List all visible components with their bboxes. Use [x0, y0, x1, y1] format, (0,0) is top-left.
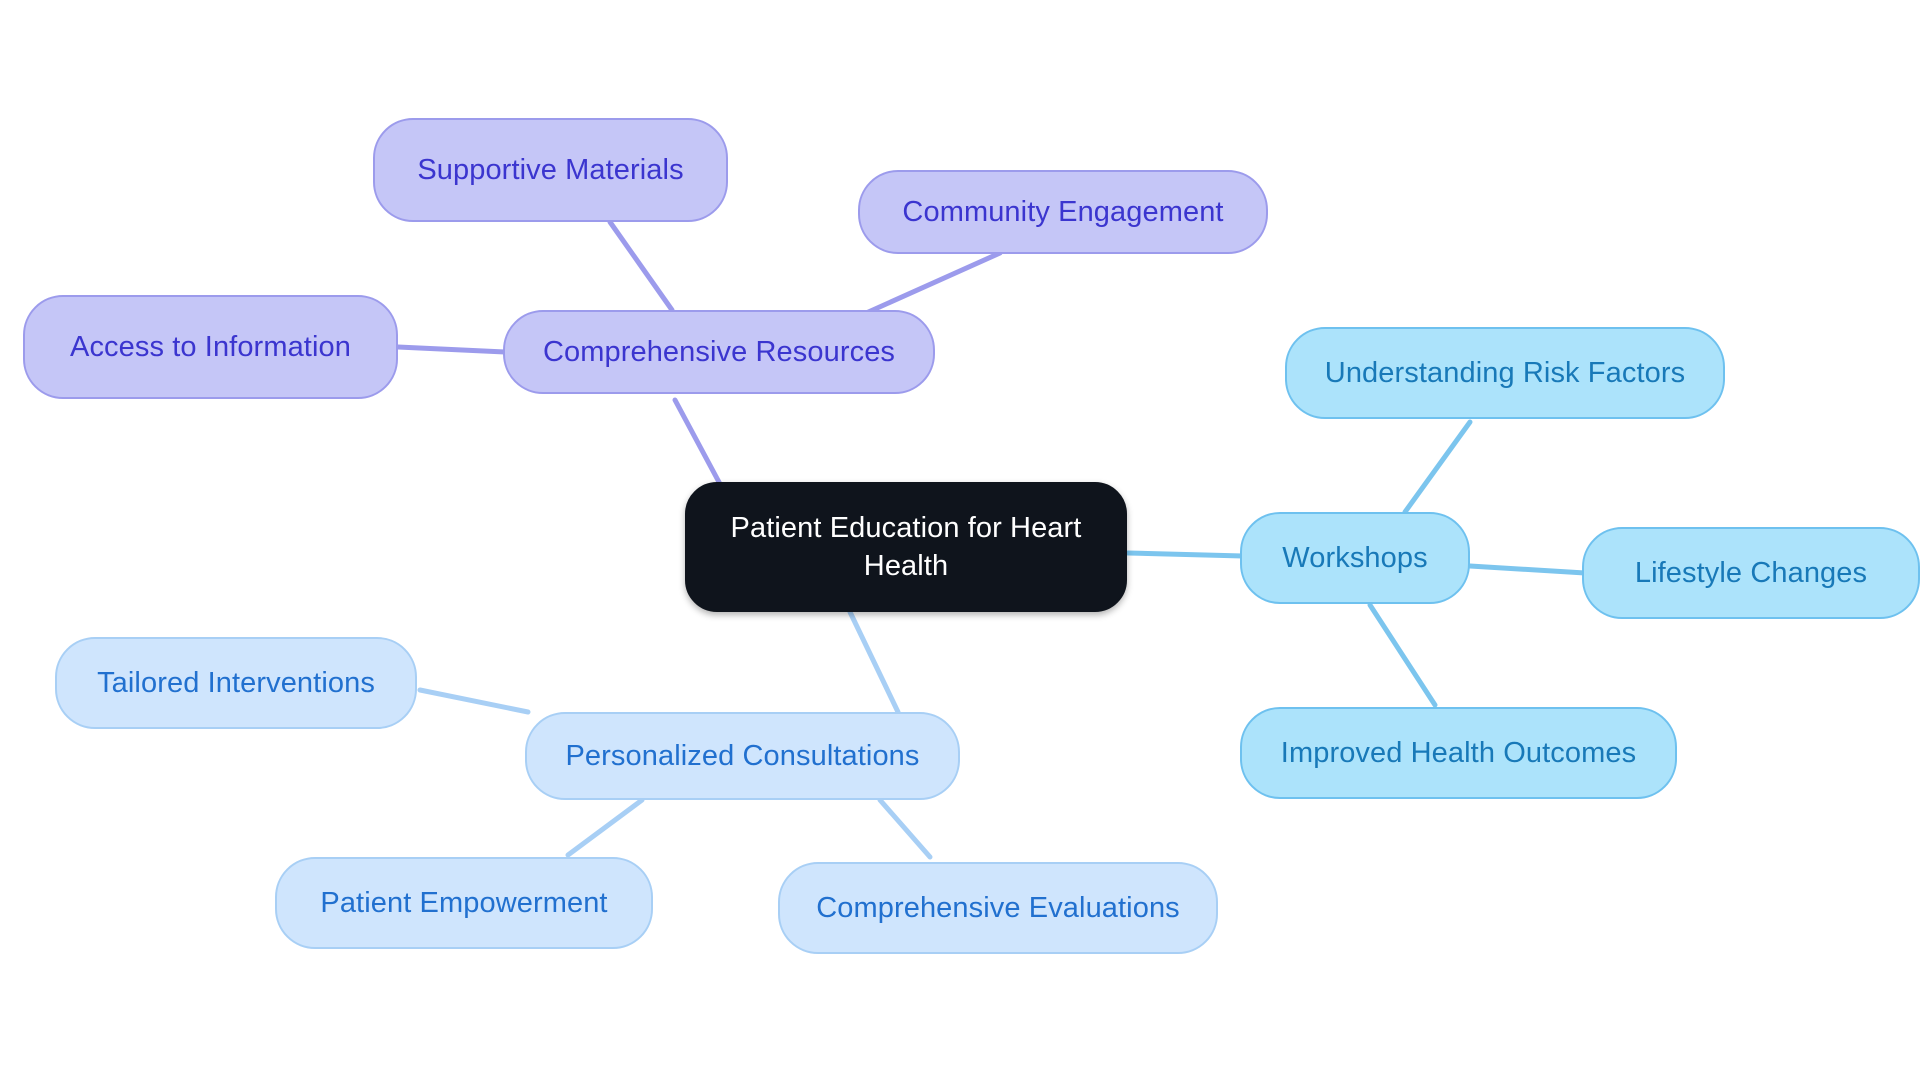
edge-root-to-personalized-consultations [847, 609, 901, 715]
edge-workshops-to-improved-health-outcomes [1367, 602, 1438, 708]
edge-personalized-consultations-to-patient-empowerment [565, 797, 645, 858]
edge-personalized-consultations-to-comprehensive-evaluations [877, 797, 933, 860]
node-understanding-risk-factors-label: Understanding Risk Factors [1324, 356, 1686, 389]
node-comprehensive-resources[interactable]: Comprehensive Resources [503, 310, 935, 394]
node-supportive-materials-label: Supportive Materials [417, 153, 684, 186]
edge-comprehensive-resources-to-community-engagement [852, 250, 1003, 321]
node-personalized-consultations[interactable]: Personalized Consultations [525, 712, 960, 800]
node-tailored-interventions[interactable]: Tailored Interventions [55, 637, 417, 729]
node-lifestyle-changes[interactable]: Lifestyle Changes [1582, 527, 1920, 619]
node-comprehensive-evaluations[interactable]: Comprehensive Evaluations [778, 862, 1218, 954]
node-tailored-interventions-label: Tailored Interventions [97, 666, 375, 699]
node-community-engagement-label: Community Engagement [902, 195, 1224, 228]
node-lifestyle-changes-label: Lifestyle Changes [1634, 556, 1868, 589]
edge-personalized-consultations-to-tailored-interventions [417, 687, 531, 715]
edge-comprehensive-resources-to-access-to-information [395, 344, 508, 355]
node-personalized-consultations-label: Personalized Consultations [565, 739, 920, 772]
node-supportive-materials[interactable]: Supportive Materials [373, 118, 728, 222]
node-patient-empowerment-label: Patient Empowerment [320, 886, 608, 919]
node-patient-empowerment[interactable]: Patient Empowerment [275, 857, 653, 949]
node-access-to-information[interactable]: Access to Information [23, 295, 398, 399]
edge-workshops-to-lifestyle-changes [1467, 563, 1588, 576]
edge-root-to-comprehensive-resources [672, 397, 723, 487]
node-workshops[interactable]: Workshops [1240, 512, 1470, 604]
node-root-label: Patient Education for Heart Health [730, 511, 1082, 582]
edge-root-to-workshops [1125, 550, 1246, 559]
edge-comprehensive-resources-to-supportive-materials [607, 219, 675, 313]
node-workshops-label: Workshops [1282, 541, 1428, 574]
node-improved-health-outcomes[interactable]: Improved Health Outcomes [1240, 707, 1677, 799]
node-access-to-information-label: Access to Information [70, 330, 351, 363]
node-understanding-risk-factors[interactable]: Understanding Risk Factors [1285, 327, 1725, 419]
node-comprehensive-evaluations-label: Comprehensive Evaluations [816, 891, 1180, 924]
edge-workshops-to-understanding-risk-factors [1402, 419, 1473, 515]
node-comprehensive-resources-label: Comprehensive Resources [542, 335, 896, 368]
node-improved-health-outcomes-label: Improved Health Outcomes [1280, 736, 1637, 769]
node-root[interactable]: Patient Education for Heart Health [685, 482, 1127, 612]
node-community-engagement[interactable]: Community Engagement [858, 170, 1268, 254]
